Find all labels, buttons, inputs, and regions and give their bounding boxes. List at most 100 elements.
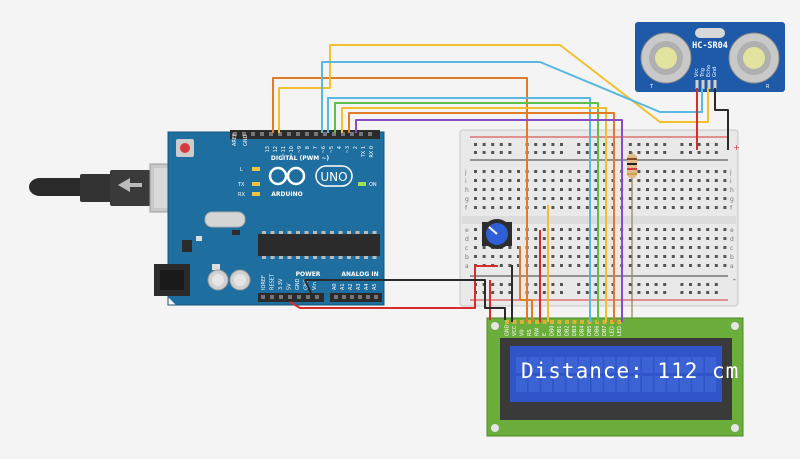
digital-pin-hole	[242, 132, 246, 136]
analog-pin-label: A5	[372, 283, 378, 290]
breadboard-hole	[706, 170, 710, 173]
breadboard-hole	[508, 246, 512, 249]
breadboard-hole	[577, 188, 581, 191]
lcd-char-cell	[516, 357, 527, 373]
breadboard-hole	[508, 197, 512, 200]
chip-pin	[313, 256, 317, 259]
breadboard-hole	[594, 170, 598, 173]
breadboard-rail-hole	[654, 143, 658, 146]
breadboard-hole	[542, 264, 546, 267]
lcd-char-cell	[604, 376, 616, 392]
breadboard-rail-hole	[663, 291, 667, 294]
sensor-left-mark: T	[649, 84, 654, 90]
wire-orange-2	[348, 112, 615, 322]
breadboard-rail-hole	[689, 151, 692, 154]
breadboard-rail-hole	[577, 291, 581, 294]
breadboard-hole	[517, 228, 520, 231]
breadboard-hole	[594, 237, 598, 240]
breadboard-hole	[628, 188, 632, 191]
breadboard-hole	[663, 206, 667, 209]
digital-pin-label: ~10	[289, 146, 295, 157]
arduino-brand: ARDUINO	[271, 191, 302, 198]
breadboard-hole	[603, 170, 606, 173]
breadboard-hole	[534, 206, 538, 209]
breadboard-hole	[551, 206, 555, 209]
breadboard-rail-hole	[594, 143, 598, 146]
breadboard-hole	[542, 246, 546, 249]
breadboard-hole	[714, 255, 718, 258]
breadboard-hole	[689, 255, 692, 258]
breadboard-hole	[568, 170, 572, 173]
breadboard-hole	[628, 197, 632, 200]
breadboard-hole	[474, 237, 477, 240]
analog-pin-hole	[350, 295, 354, 299]
breadboard-hole	[689, 170, 692, 173]
digital-pin-hole	[287, 132, 291, 136]
breadboard-hole	[542, 188, 546, 191]
bb-row-letter-left: e	[465, 227, 469, 234]
wire-black-gnd	[304, 279, 506, 320]
breadboard-hole	[680, 206, 684, 209]
lcd-pin-label: DB3	[572, 326, 578, 336]
breadboard-hole	[697, 179, 701, 182]
breadboard-hole	[560, 170, 563, 173]
digital-pin-label: ~11	[281, 146, 287, 157]
breadboard-hole	[637, 206, 641, 209]
breadboard-rail-hole	[508, 143, 512, 146]
sensor-pin	[713, 80, 717, 89]
breadboard-rail-hole	[577, 283, 581, 286]
breadboard-hole	[646, 170, 649, 173]
breadboard-hole	[646, 197, 649, 200]
breadboard-hole	[697, 170, 701, 173]
breadboard-hole	[714, 237, 718, 240]
potentiometer[interactable]	[482, 219, 512, 249]
breadboard-rail-hole	[551, 143, 555, 146]
sensor-pin-label: Trig	[700, 68, 706, 78]
digital-pin-hole	[233, 132, 237, 136]
breadboard-hole	[568, 237, 572, 240]
breadboard-hole	[499, 188, 503, 191]
breadboard-hole	[689, 206, 692, 209]
digital-pin-label: 8	[305, 146, 311, 149]
wire-yellow-long	[278, 44, 709, 133]
breadboard-hole	[646, 264, 649, 267]
breadboard-hole	[482, 197, 486, 200]
breadboard-hole	[551, 237, 555, 240]
breadboard-hole	[542, 170, 546, 173]
breadboard-hole	[517, 264, 520, 267]
chip-pin	[330, 231, 334, 234]
lcd-char-cell	[692, 376, 704, 392]
bb-row-letter-left: d	[465, 236, 469, 243]
breadboard-hole	[474, 246, 477, 249]
lcd-pin	[610, 320, 614, 324]
breadboard-hole	[560, 228, 563, 231]
chip-pin	[287, 256, 292, 259]
digital-pin-hole	[332, 132, 336, 136]
breadboard-rail-hole	[706, 143, 710, 146]
bb-row-letter-left: a	[465, 263, 469, 270]
power-pin-label: 3.3V	[278, 278, 284, 290]
sensor-pin-label: Echo	[706, 65, 712, 77]
breadboard-hole	[603, 188, 606, 191]
analog-header-label: ANALOG IN	[341, 271, 378, 278]
breadboard-rail-hole	[551, 151, 555, 154]
breadboard-hole	[706, 228, 710, 231]
breadboard-hole	[499, 170, 503, 173]
breadboard-hole	[697, 255, 701, 258]
chip-pin	[296, 256, 300, 259]
breadboard-rail-hole	[594, 151, 598, 154]
breadboard-rail-hole	[542, 283, 546, 286]
breadboard-hole	[680, 179, 684, 182]
digital-pin-hole	[278, 132, 282, 136]
breadboard-hole	[542, 179, 546, 182]
breadboard-hole	[723, 255, 727, 258]
lcd-char-cell	[541, 357, 553, 373]
digital-pin-hole	[350, 132, 354, 136]
breadboard-rail-hole	[603, 143, 606, 146]
lcd-pin	[580, 320, 584, 324]
chip-pin	[364, 231, 368, 234]
breadboard-hole	[560, 237, 563, 240]
breadboard-hole	[680, 170, 684, 173]
breadboard-rail-hole	[534, 151, 538, 154]
